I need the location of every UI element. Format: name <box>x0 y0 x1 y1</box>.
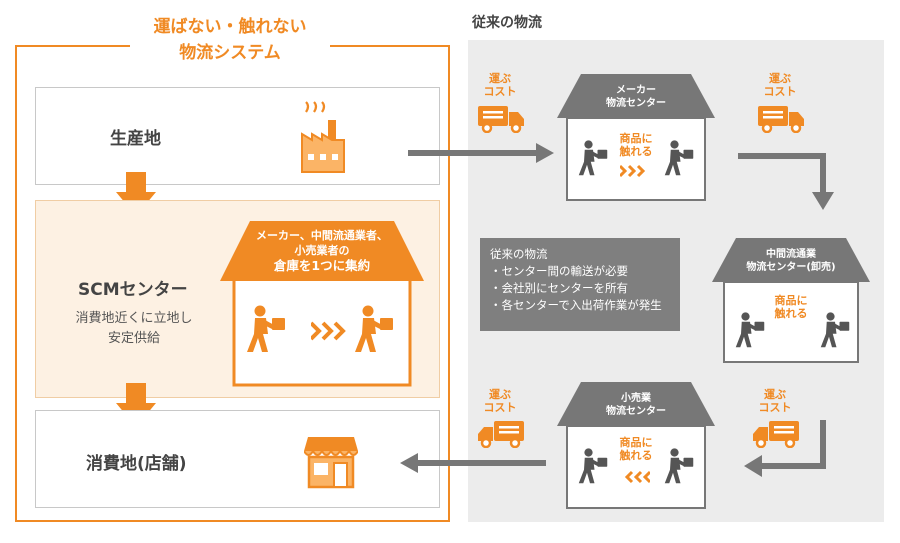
retail-line-1: 小売業 <box>621 393 651 404</box>
scm-system-title: 運ばない・触れない 物流システム <box>130 14 330 66</box>
scm-desc-line-2: 安定供給 <box>107 331 160 346</box>
cost-label-2: 運ぶ コスト <box>760 72 800 98</box>
retail-center-house <box>557 382 715 509</box>
note-item: ・センター間の輸送が必要 <box>490 264 628 278</box>
worker-icon <box>664 138 694 178</box>
cost-line-2: コスト <box>763 85 797 98</box>
touch-label-2: 商品に 触れる <box>763 294 819 320</box>
scm-center-description: 消費地近くに立地し 安定供給 <box>64 309 204 349</box>
truck-icon <box>758 103 804 133</box>
triple-chevron-icon <box>311 321 346 341</box>
cost-line-2: コスト <box>483 401 517 414</box>
truck-icon <box>478 418 524 448</box>
touch-line-2: 触れる <box>619 449 653 462</box>
touch-line-2: 触れる <box>619 145 653 158</box>
cost-label-3: 運ぶ コスト <box>480 388 520 414</box>
scm-center-box: SCMセンター 消費地近くに立地し 安定供給 メーカー、中間流通業者、 小売業者… <box>35 200 440 398</box>
production-box: 生産地 <box>35 87 440 185</box>
cost-line-2: コスト <box>483 85 517 98</box>
truck-icon <box>478 103 524 133</box>
wholesale-line-2: 物流センター(卸売) <box>746 262 836 273</box>
touch-label-3: 商品に 触れる <box>608 436 664 462</box>
factory-icon <box>301 101 345 173</box>
retail-line-2: 物流センター <box>606 406 666 417</box>
cost-line-2: コスト <box>758 401 792 414</box>
arrow-left-to-consumer-icon <box>400 453 546 473</box>
touch-line-1: 商品に <box>619 132 653 145</box>
maker-line-1: メーカー <box>616 85 656 96</box>
consumer-label: 消費地(店舗) <box>86 454 187 474</box>
triple-chevron-left-icon <box>624 470 650 484</box>
worker-icon <box>578 446 608 486</box>
touch-line-1: 商品に <box>774 294 808 307</box>
cost-label-1: 運ぶ コスト <box>480 72 520 98</box>
cost-line-1: 運ぶ <box>489 388 511 401</box>
down-arrow-1-icon <box>116 172 156 216</box>
worker-carrying-box-icon <box>354 304 394 354</box>
note-item: ・各センターで入出荷作業が発生 <box>490 298 662 312</box>
cost-line-1: 運ぶ <box>769 72 791 85</box>
down-arrow-2-icon <box>116 383 156 427</box>
triple-chevron-icon <box>620 164 646 178</box>
worker-icon <box>820 310 850 350</box>
maker-center-label: メーカー 物流センター <box>575 84 697 110</box>
roof-line-3: 倉庫を1つに集約 <box>273 258 371 273</box>
scm-desc-line-1: 消費地近くに立地し <box>75 311 193 326</box>
title-line-1: 運ばない・触れない <box>153 17 307 37</box>
wholesale-line-1: 中間流通業 <box>766 249 816 260</box>
roof-line-1: メーカー、中間流通業者、 <box>256 229 388 242</box>
arrow-left-to-retail-icon <box>744 420 826 477</box>
touch-label-1: 商品に 触れる <box>608 132 664 158</box>
note-item: ・会社別にセンターを所有 <box>490 281 628 295</box>
arrow-right-to-maker-icon <box>408 143 554 163</box>
store-icon <box>304 437 358 489</box>
worker-icon <box>664 446 694 486</box>
wholesale-center-label: 中間流通業 物流センター(卸売) <box>725 248 857 274</box>
traditional-logistics-note: 従来の物流 ・センター間の輸送が必要 ・会社別にセンターを所有 ・各センターで入… <box>480 238 680 331</box>
cost-line-1: 運ぶ <box>489 72 511 85</box>
maker-center-house <box>557 74 715 201</box>
worker-icon <box>735 310 765 350</box>
cost-label-4: 運ぶ コスト <box>755 388 795 414</box>
maker-line-2: 物流センター <box>606 98 666 109</box>
scm-center-label: SCMセンター <box>78 280 188 300</box>
traditional-logistics-title: 従来の物流 <box>472 15 542 31</box>
consumer-box: 消費地(店舗) <box>35 410 440 508</box>
retail-center-label: 小売業 物流センター <box>575 392 697 418</box>
touch-line-1: 商品に <box>619 436 653 449</box>
worker-carrying-box-icon <box>246 304 286 354</box>
title-line-2: 物流システム <box>179 43 281 63</box>
arrow-down-to-wholesale-icon <box>738 153 834 210</box>
worker-icon <box>578 138 608 178</box>
note-title: 従来の物流 <box>490 247 548 261</box>
touch-line-2: 触れる <box>774 307 808 320</box>
production-label: 生産地 <box>110 129 161 149</box>
scm-roof-label: メーカー、中間流通業者、 小売業者の 倉庫を1つに集約 <box>241 228 403 273</box>
roof-line-2: 小売業者の <box>294 244 350 257</box>
cost-line-1: 運ぶ <box>764 388 786 401</box>
